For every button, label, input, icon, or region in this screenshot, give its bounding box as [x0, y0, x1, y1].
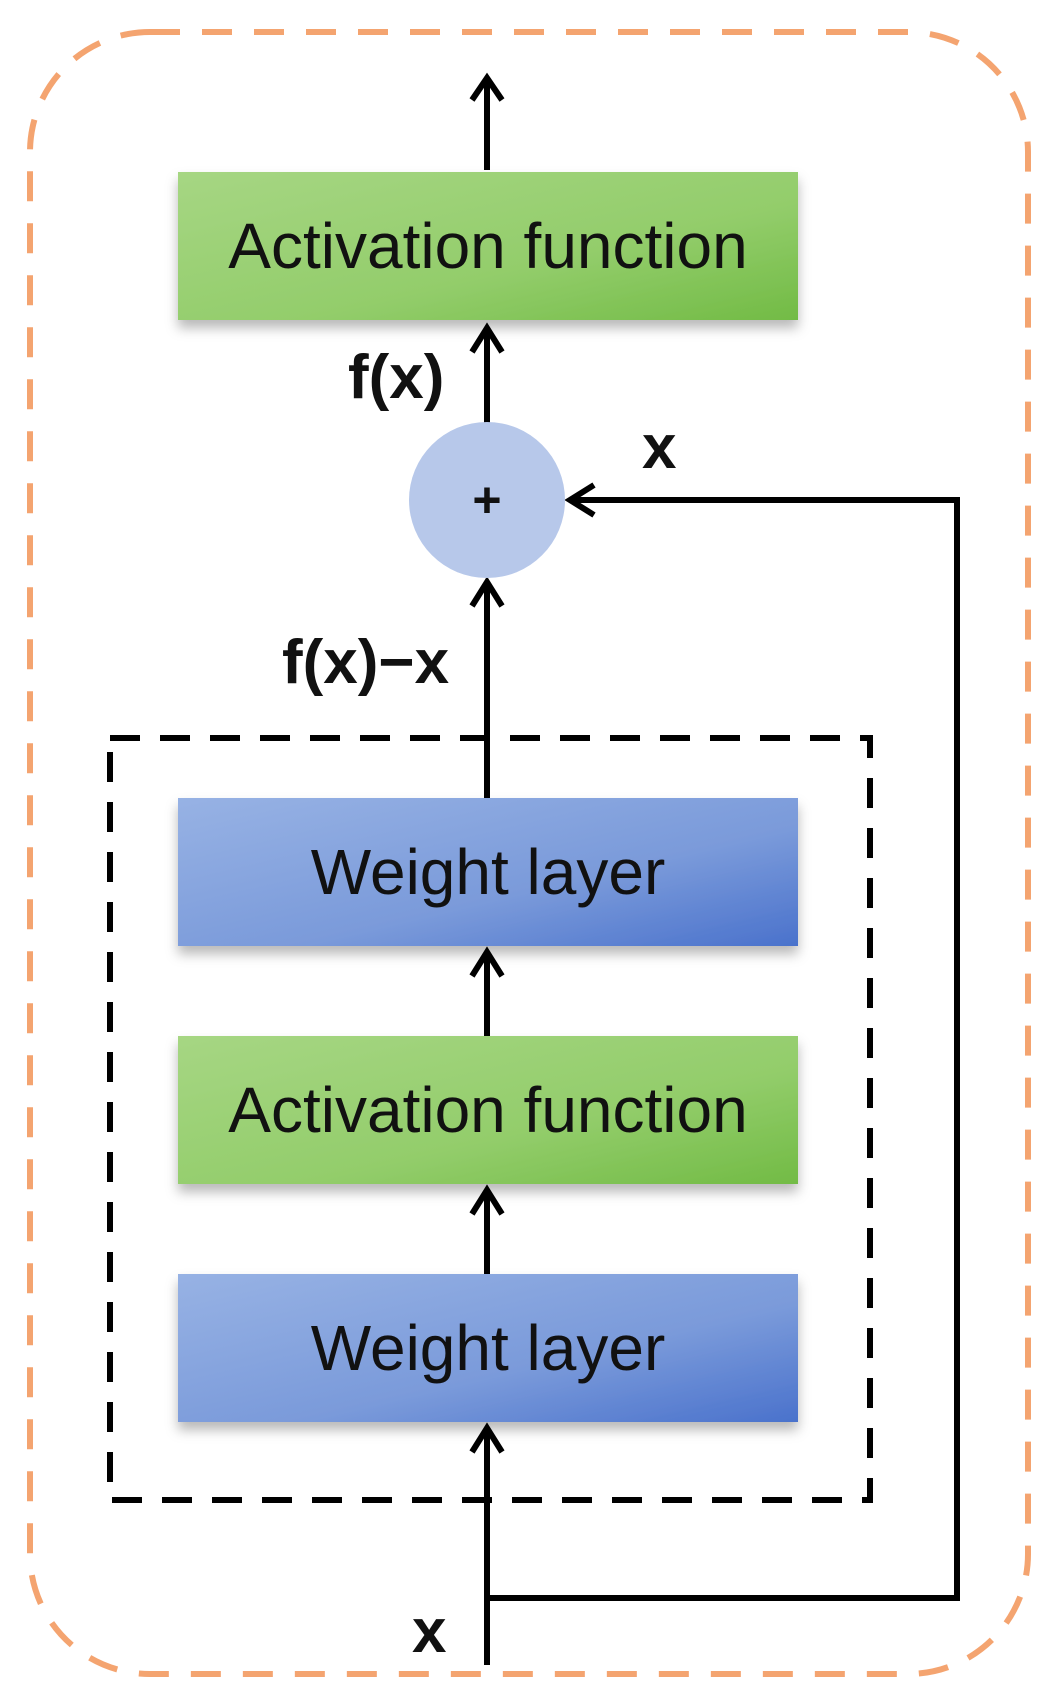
inner-connector-upper-head: [469, 946, 505, 978]
skip-connection-head: [564, 482, 596, 518]
lower-weight-layer-label: Weight layer: [311, 1312, 666, 1384]
upper-weight-layer-label: Weight layer: [311, 836, 666, 908]
upper-weight-layer-block: Weight layer: [178, 798, 798, 946]
inner-activation-block: Activation function: [178, 1036, 798, 1184]
skip-x-label: x: [642, 413, 677, 482]
fx-label: f(x): [348, 343, 444, 412]
residual-connector-head: [469, 576, 505, 608]
input-arrow-head: [469, 1422, 505, 1454]
addition-node: +: [409, 422, 565, 578]
fx-connector-head: [469, 322, 505, 354]
top-activation-label: Activation function: [228, 210, 747, 282]
inner-activation-label: Activation function: [228, 1074, 747, 1146]
outer-block-frame: [27, 29, 1031, 1677]
input-x-label: x: [412, 1597, 447, 1666]
inner-connector-lower-head: [469, 1184, 505, 1216]
plus-icon: +: [472, 472, 501, 528]
lower-weight-layer-block: Weight layer: [178, 1274, 798, 1422]
top-activation-block: Activation function: [178, 172, 798, 320]
output-arrow-head: [469, 72, 505, 102]
fx-minus-x-label: f(x)−x: [282, 628, 450, 697]
skip-connection-line: [487, 497, 960, 1601]
